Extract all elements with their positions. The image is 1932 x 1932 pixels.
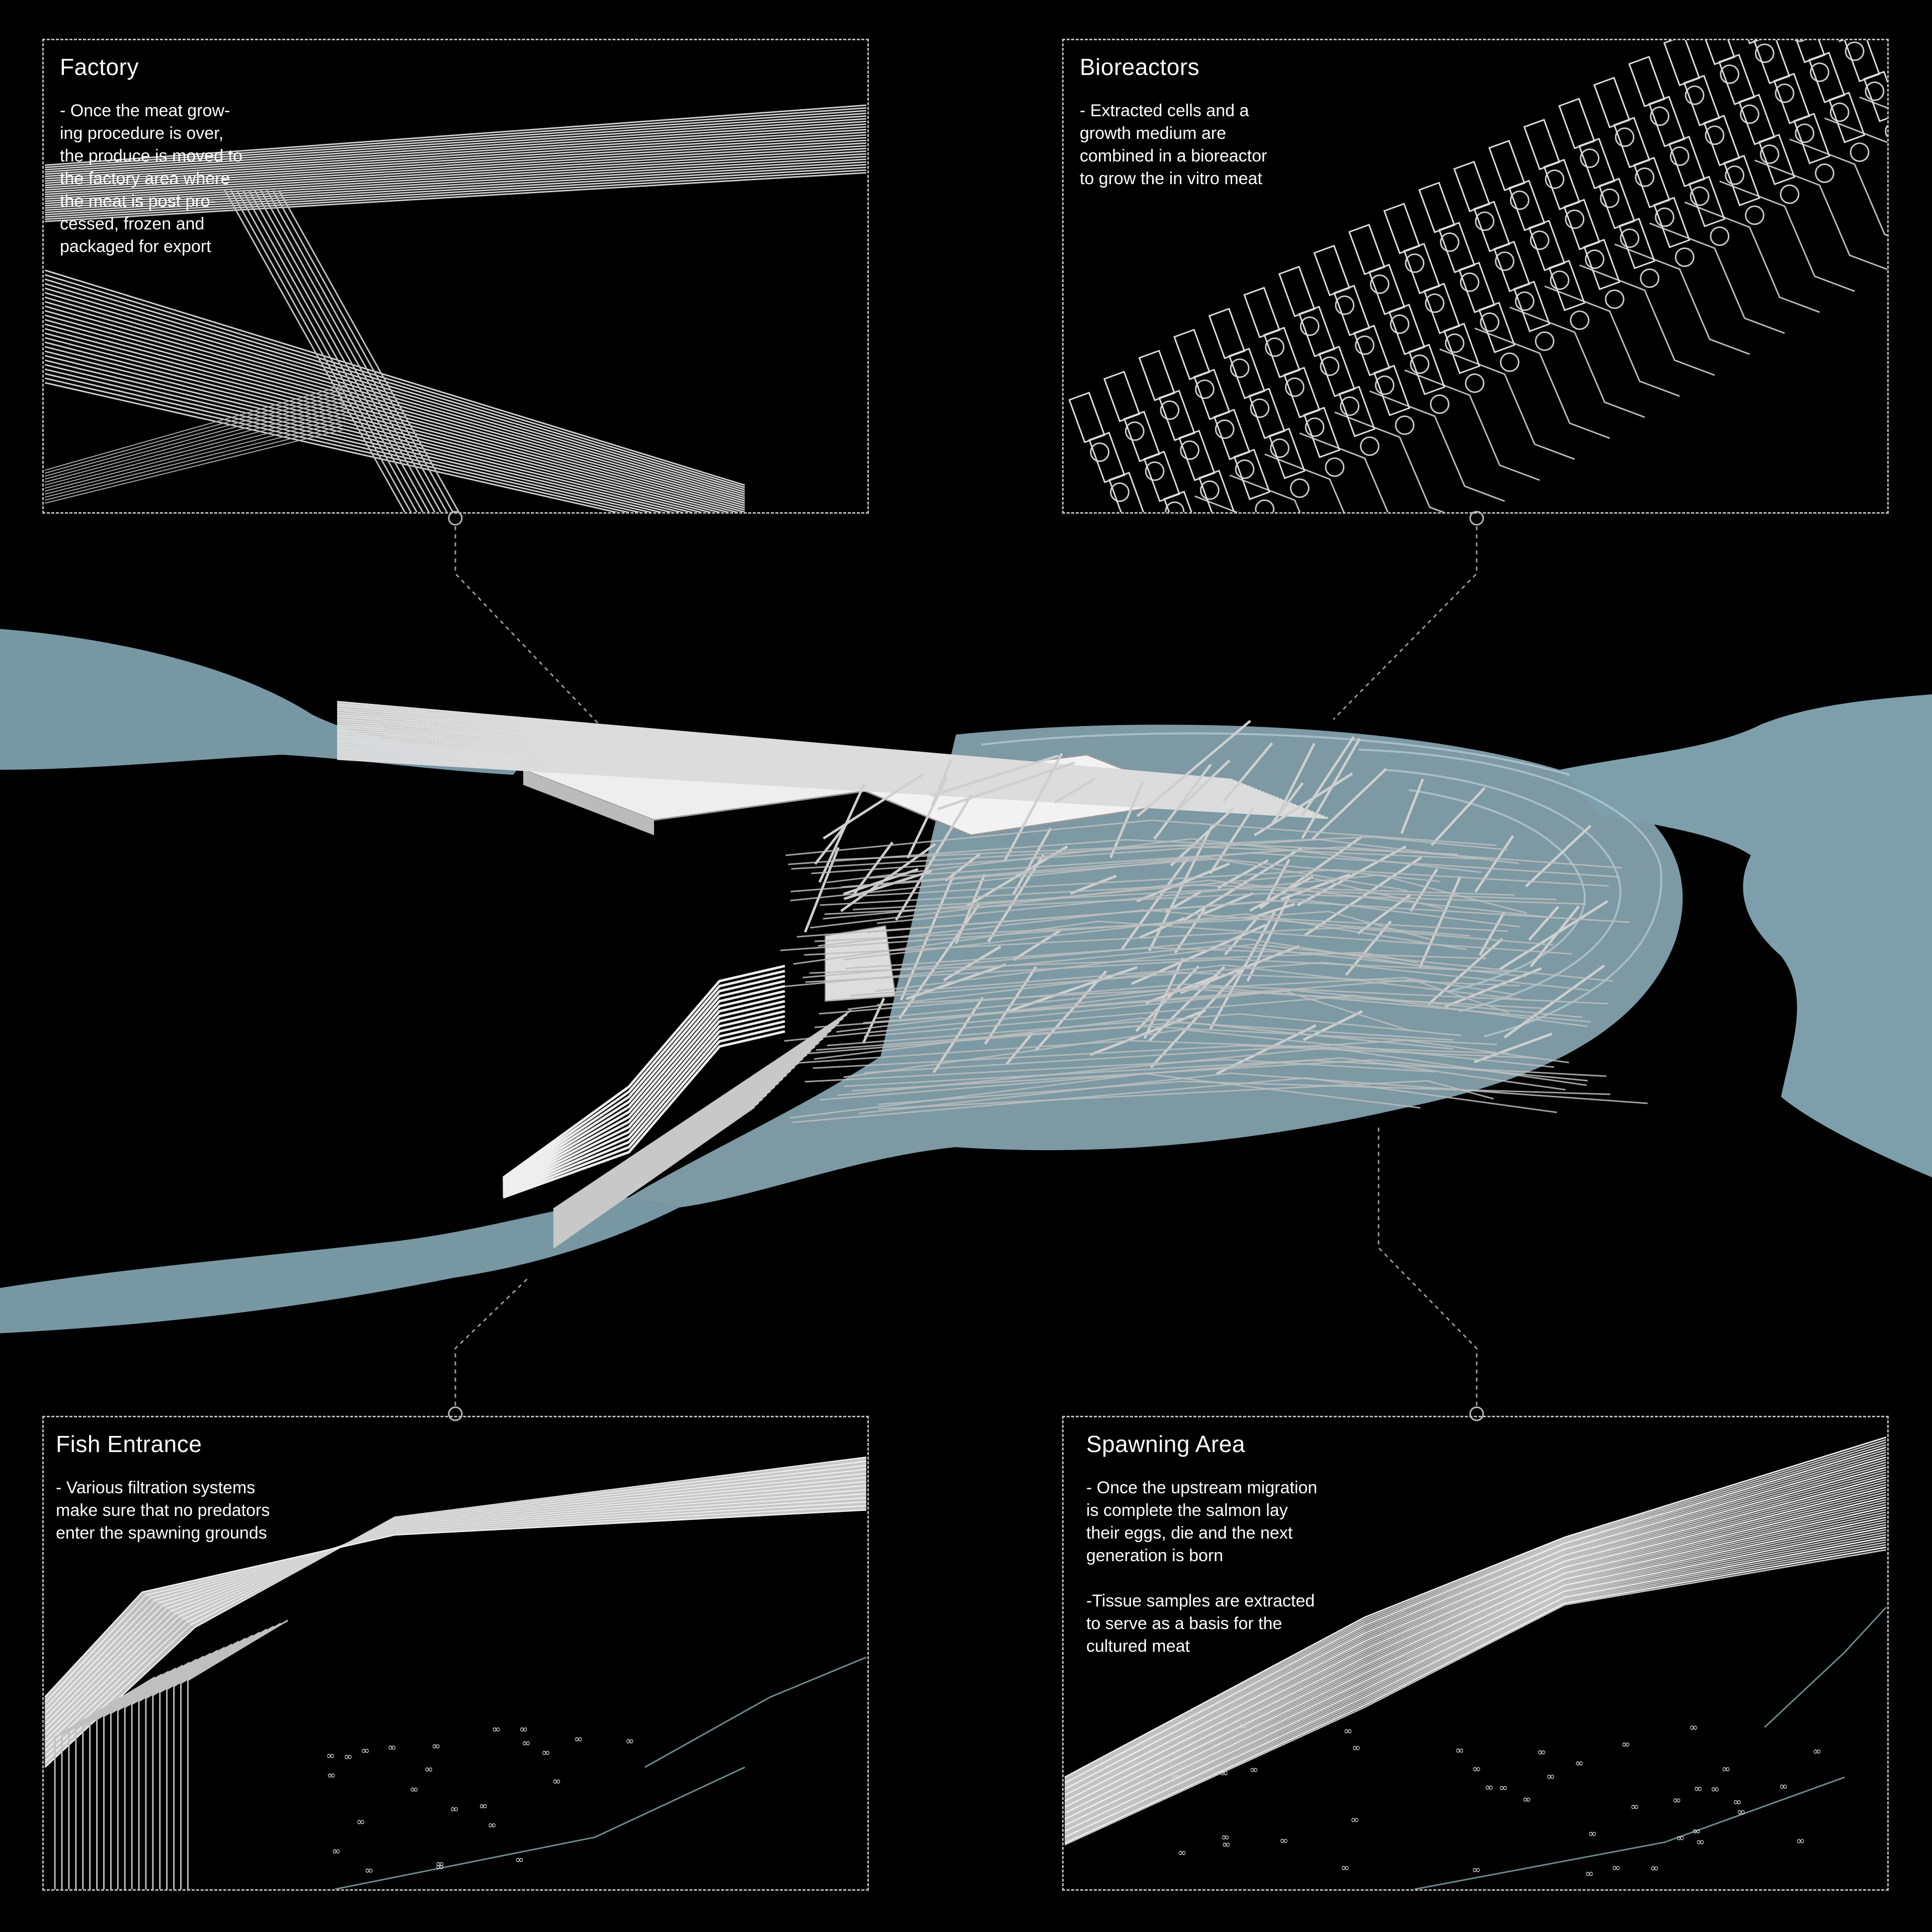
fish-entrance-description: - Various filtration systems make sure t… [56,1478,270,1543]
svg-text:∞: ∞ [1692,1825,1701,1837]
river-left-upper [0,629,528,775]
svg-text:∞: ∞ [450,1803,459,1816]
svg-text:∞: ∞ [1812,1745,1821,1758]
leader-fish-entrance [454,1277,529,1414]
svg-text:∞: ∞ [1249,1764,1258,1777]
svg-text:∞: ∞ [1352,1742,1361,1754]
spawning-area-detail-drawing: ∞∞∞∞∞∞∞∞∞∞∞∞∞∞∞∞∞∞∞∞∞∞∞∞∞∞∞∞∞∞∞∞∞∞∞∞∞∞∞∞ [1064,1436,1887,1889]
svg-text:∞: ∞ [1343,1725,1352,1737]
svg-text:∞: ∞ [1537,1746,1546,1758]
leader-bioreactors [1332,518,1478,720]
svg-text:∞: ∞ [424,1763,433,1776]
svg-text:∞: ∞ [1672,1794,1681,1807]
svg-text:∞: ∞ [435,1861,444,1873]
spawning-area-description: - Once the upstream migration is complet… [1086,1478,1318,1565]
bioreactors-detail-drawing [1068,40,1887,512]
svg-text:∞: ∞ [1779,1780,1788,1793]
svg-text:∞: ∞ [1472,1763,1481,1776]
svg-text:∞: ∞ [1630,1801,1639,1813]
svg-text:∞: ∞ [410,1783,419,1796]
svg-text:∞: ∞ [1279,1834,1289,1847]
svg-text:∞: ∞ [356,1816,365,1828]
spawning-area-panel: ∞∞∞∞∞∞∞∞∞∞∞∞∞∞∞∞∞∞∞∞∞∞∞∞∞∞∞∞∞∞∞∞∞∞∞∞∞∞∞∞… [1062,1416,1889,1891]
factory-description: - Once the meat grow- ing procedure is o… [60,101,243,256]
svg-text:∞: ∞ [1650,1862,1659,1875]
svg-text:∞: ∞ [1711,1783,1720,1796]
svg-text:∞: ∞ [1585,1868,1594,1880]
river [0,629,1932,1333]
svg-text:∞: ∞ [387,1741,396,1754]
leader-spawning [1378,1127,1478,1414]
bioreactors-title: Bioreactors [1080,54,1200,80]
factory-detail-drawing [44,104,866,512]
svg-text:∞: ∞ [488,1819,497,1831]
svg-text:∞: ∞ [432,1740,441,1752]
svg-text:∞: ∞ [1733,1796,1742,1809]
svg-text:∞: ∞ [1221,1831,1230,1843]
svg-text:∞: ∞ [1612,1862,1621,1874]
factory-title: Factory [60,54,139,80]
svg-text:∞: ∞ [1676,1832,1685,1844]
svg-text:∞: ∞ [1220,1767,1229,1780]
svg-text:∞: ∞ [552,1776,561,1788]
svg-text:∞: ∞ [574,1733,583,1745]
svg-text:∞: ∞ [515,1854,524,1867]
svg-text:∞: ∞ [332,1845,341,1858]
svg-text:∞: ∞ [435,1858,444,1871]
leader-factory [454,518,610,736]
svg-text:∞: ∞ [1499,1782,1508,1794]
bioreactors-panel: Bioreactors - Extracted cells and a grow… [1062,39,1889,514]
svg-text:∞: ∞ [1696,1836,1705,1848]
svg-text:∞: ∞ [1485,1781,1494,1794]
svg-text:∞: ∞ [1177,1847,1186,1860]
leader-lines [454,518,1478,1414]
svg-text:∞: ∞ [361,1744,370,1757]
svg-text:∞: ∞ [1694,1783,1703,1795]
svg-text:∞: ∞ [1575,1757,1584,1769]
svg-text:∞: ∞ [479,1800,488,1813]
svg-text:∞: ∞ [625,1735,634,1748]
svg-text:∞: ∞ [364,1865,373,1877]
svg-text:∞: ∞ [1721,1763,1730,1776]
svg-text:∞: ∞ [1455,1744,1464,1757]
svg-text:∞: ∞ [1796,1835,1805,1847]
svg-text:∞: ∞ [344,1750,353,1763]
fish-entrance-detail-drawing: ∞∞∞∞∞∞∞∞∞∞∞∞∞∞∞∞∞∞∞∞∞∞∞∞ [44,1457,867,1889]
svg-text:∞: ∞ [1171,1771,1180,1784]
svg-text:∞: ∞ [492,1723,501,1736]
svg-text:∞: ∞ [1222,1838,1231,1851]
svg-text:∞: ∞ [1522,1793,1531,1806]
svg-text:∞: ∞ [1546,1770,1555,1783]
svg-text:∞: ∞ [1341,1862,1350,1875]
svg-text:∞: ∞ [1350,1814,1359,1826]
fish-entrance-title: Fish Entrance [56,1431,202,1457]
svg-text:∞: ∞ [519,1723,528,1736]
svg-text:∞: ∞ [522,1737,531,1749]
svg-text:∞: ∞ [1621,1738,1630,1751]
factory-panel: Factory - Once the meat grow- ing proced… [42,39,869,514]
river-right-lake [1560,694,1932,1177]
svg-text:∞: ∞ [1588,1827,1597,1840]
spawning-area-description-2: -Tissue samples are extracted to serve a… [1086,1591,1315,1656]
fish-entrance-panel: ∞∞∞∞∞∞∞∞∞∞∞∞∞∞∞∞∞∞∞∞∞∞∞∞ Fish Entrance -… [42,1416,869,1891]
svg-text:∞: ∞ [1239,1720,1248,1733]
svg-text:∞: ∞ [1689,1722,1698,1734]
svg-text:∞: ∞ [1737,1806,1746,1818]
svg-text:∞: ∞ [327,1769,336,1782]
svg-text:∞: ∞ [326,1749,335,1762]
river-left-lower [0,1197,679,1333]
river-contours [981,732,1662,1037]
bioreactors-description: - Extracted cells and a growth medium ar… [1080,101,1267,188]
spawning-area-title: Spawning Area [1086,1431,1245,1457]
svg-text:∞: ∞ [1472,1864,1481,1877]
svg-text:∞: ∞ [541,1747,550,1759]
pipe-structure [337,701,1648,1249]
